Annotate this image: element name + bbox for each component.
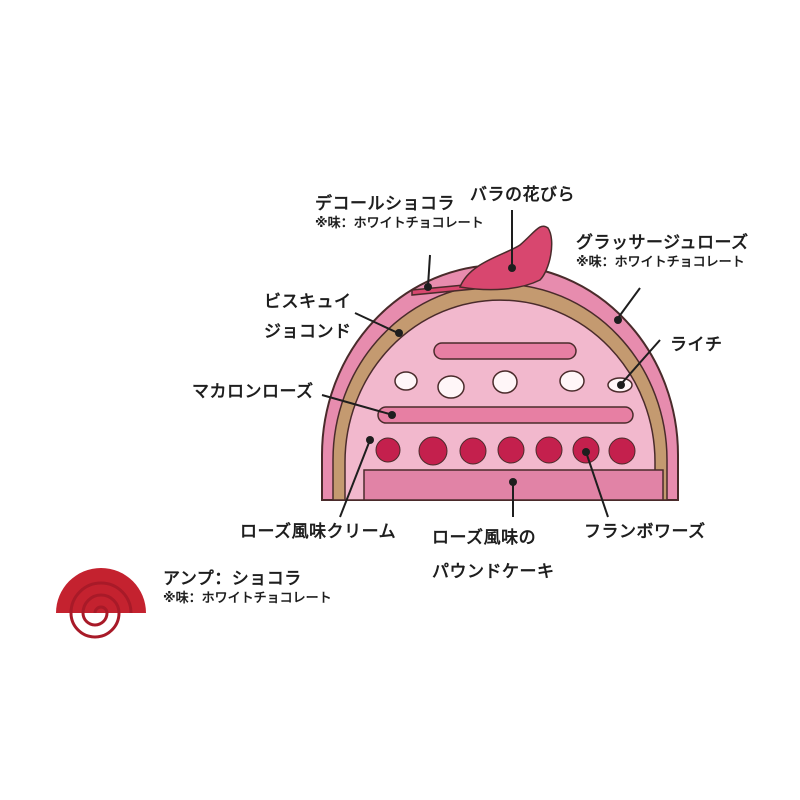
- label-lychee: ライチ: [670, 335, 723, 355]
- rose-petal: [458, 225, 553, 291]
- label-macaron: マカロンローズ: [192, 382, 314, 402]
- macaron-stripe: [377, 406, 634, 424]
- label-biscuit: ビスキュイ ジョコンド: [264, 292, 352, 342]
- label-framboise: フランボワーズ: [584, 522, 706, 542]
- label-glaze: グラッサージュローズ ※味：ホワイトチョコレート: [576, 233, 749, 270]
- raspberries: [375, 436, 636, 466]
- label-cream: ローズ風味クリーム: [240, 522, 397, 542]
- label-decor: デコールショコラ ※味：ホワイトチョコレート: [315, 194, 484, 231]
- legend-roll-icon: [56, 568, 146, 639]
- label-pound: ローズ風味の パウンドケーキ: [432, 528, 555, 582]
- legend: アンプ：ショコラ ※味：ホワイトチョコレート: [163, 569, 332, 606]
- label-petal: バラの花びら: [470, 185, 575, 205]
- stripe-top: [433, 342, 577, 360]
